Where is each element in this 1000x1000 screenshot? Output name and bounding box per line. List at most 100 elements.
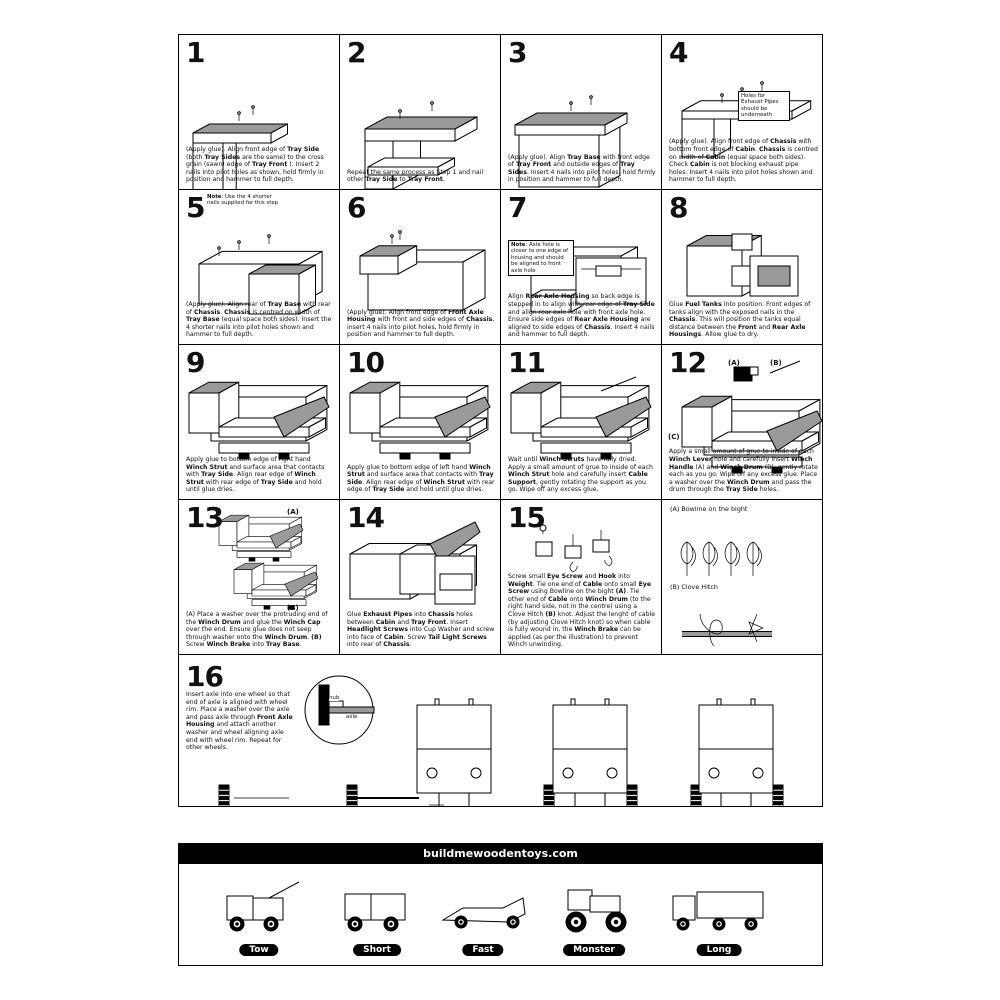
instruction-text: Apply glue to bottom edge of left hand (347, 463, 470, 471)
part-name: Cable Support (508, 471, 648, 486)
part-name: Tray Front (252, 161, 288, 169)
instruction-text: and (756, 323, 773, 331)
step-instructions: Glue Exhaust Pipes into Chassis holes be… (347, 611, 495, 649)
part-name: Winch Strut (423, 478, 465, 486)
instruction-text: are aligned to side edges of (508, 316, 651, 331)
part-name: Chassis (759, 146, 786, 154)
instruction-text: . (442, 176, 445, 184)
instruction-text: Apply glue to bottom edge of right hand (186, 456, 311, 464)
step-note: Holes for Exhaust Pipes should be undern… (738, 91, 790, 121)
instruction-text: with bottom front edge of (669, 138, 812, 154)
instruction-text: . This will position the tanks equal dis… (669, 316, 801, 331)
part-name: Cabin (375, 618, 396, 626)
part-name: Tail Light Screws (428, 633, 487, 641)
part-name: Front Axle Housing (347, 308, 484, 324)
instruction-text: with rear edge of (203, 478, 261, 486)
instruction-text: (A) Place a washer over the protruding e… (186, 611, 328, 626)
part-name: Chassis (584, 323, 611, 331)
part-name: (B) (545, 611, 556, 619)
step-instructions: Screw small Eye Screw and Hook into Weig… (508, 573, 656, 649)
part-name: Tray Front (410, 618, 447, 626)
step-number: 11 (508, 346, 546, 379)
part-callout: (A) (728, 359, 740, 367)
part-callout: (A) (287, 508, 299, 516)
part-name: Winch Handle (669, 456, 813, 471)
part-name: Rear Axle Housing (574, 316, 639, 324)
instruction-text: knot. Adjust the lenght of cable (by adj… (508, 611, 656, 634)
part-callout: (B) (287, 604, 299, 612)
instruction-text: holes. (757, 486, 779, 494)
instruction-text: is not blocking exhaust pipe holes. Inse… (669, 161, 813, 184)
model-tow-icon (226, 881, 300, 932)
part-name: (B) (311, 633, 322, 641)
instruction-text: and (582, 573, 599, 581)
step-number: 3 (508, 36, 528, 69)
part-name: Hook (598, 573, 617, 581)
magnifier-label: hub (329, 695, 340, 702)
step-instructions: Align Rear Axle Housing so back edge is … (508, 293, 656, 339)
model-fast[interactable]: Fast (433, 868, 533, 962)
part-name: Chassis (466, 316, 493, 324)
step-4: 4(Apply glue). Align front edge of Chass… (662, 35, 823, 190)
part-name: Cabin (383, 633, 404, 641)
part-name: (A) (615, 588, 627, 596)
instruction-text: is centred on width of (250, 308, 320, 316)
model-label: Long (696, 944, 742, 956)
part-name: Winch Strut (508, 471, 550, 479)
part-name: Tray Side (365, 176, 398, 184)
step-instructions: Wait until Winch Struts have fully dried… (508, 456, 656, 494)
step-illustration-14 (349, 521, 481, 605)
step-instructions: (Apply glue). Align rear of Tray Base wi… (186, 301, 334, 339)
note-text: : Axle hole is closer to one edge of hou… (511, 242, 569, 274)
step-illustration-11 (510, 376, 652, 460)
instruction-text: . (307, 633, 312, 641)
step-number: 10 (347, 346, 385, 379)
part-name: Chassis (770, 138, 797, 146)
part-name: Tray Side (622, 301, 655, 309)
part-name: Rear Axle Housings (669, 323, 806, 339)
site-banner[interactable]: buildmewoodentoys.com (178, 843, 823, 864)
instruction-text: . (755, 146, 760, 154)
knot-label: (B) Clove Hitch (670, 583, 718, 591)
part-name: Eye Screw (547, 573, 583, 581)
instruction-text: with front and side edges of (375, 316, 467, 324)
part-name: Chassis (224, 308, 251, 316)
instruction-text: and surface area that contacts with (186, 463, 325, 479)
instruction-text: (A) and (693, 463, 721, 471)
part-name: Chassis (669, 316, 696, 324)
part-name: Exhaust Pipes (363, 611, 413, 619)
step-number: 15 (508, 501, 546, 534)
step-13: 13(A) Place a washer over the protruding… (179, 500, 340, 655)
model-monster[interactable]: Monster (544, 868, 644, 962)
instruction-text: Screw (186, 641, 207, 649)
instruction-text: . Align rear edge of (233, 471, 295, 479)
step-illustration-1 (192, 105, 288, 189)
note-label: Note (207, 194, 222, 200)
instruction-text: (both (186, 153, 205, 161)
instruction-text: Glue (347, 611, 364, 619)
part-name: Tray Front (407, 176, 443, 184)
step-illustration-16 (680, 541, 772, 647)
part-name: Tray Front (515, 161, 552, 169)
part-name: Winch Strut (186, 463, 228, 471)
part-name: Tray Base (567, 153, 601, 161)
part-name: Winch Cap (283, 618, 321, 626)
model-tow[interactable]: Tow (209, 868, 309, 962)
instruction-text: Wait until (508, 456, 540, 464)
part-name: Eye Screw (508, 580, 652, 596)
note-text: : Use the 4 shorter nails supplied for t… (207, 194, 279, 207)
step-number: 5 (186, 191, 206, 224)
part-name: Front Axle Housing (186, 713, 293, 729)
model-long[interactable]: Long (669, 868, 769, 962)
step-illustration-2 (364, 101, 478, 189)
step-5: 5 (Apply glue). Align rear of Tray Base w… (179, 190, 340, 345)
instruction-text: and hold until glue dries. (404, 486, 484, 494)
model-short[interactable]: Short (327, 868, 427, 962)
instruction-text: . (409, 641, 412, 649)
instruction-text: (equal space both sides). Check (669, 153, 806, 169)
part-name: Winch Strut (186, 471, 316, 486)
